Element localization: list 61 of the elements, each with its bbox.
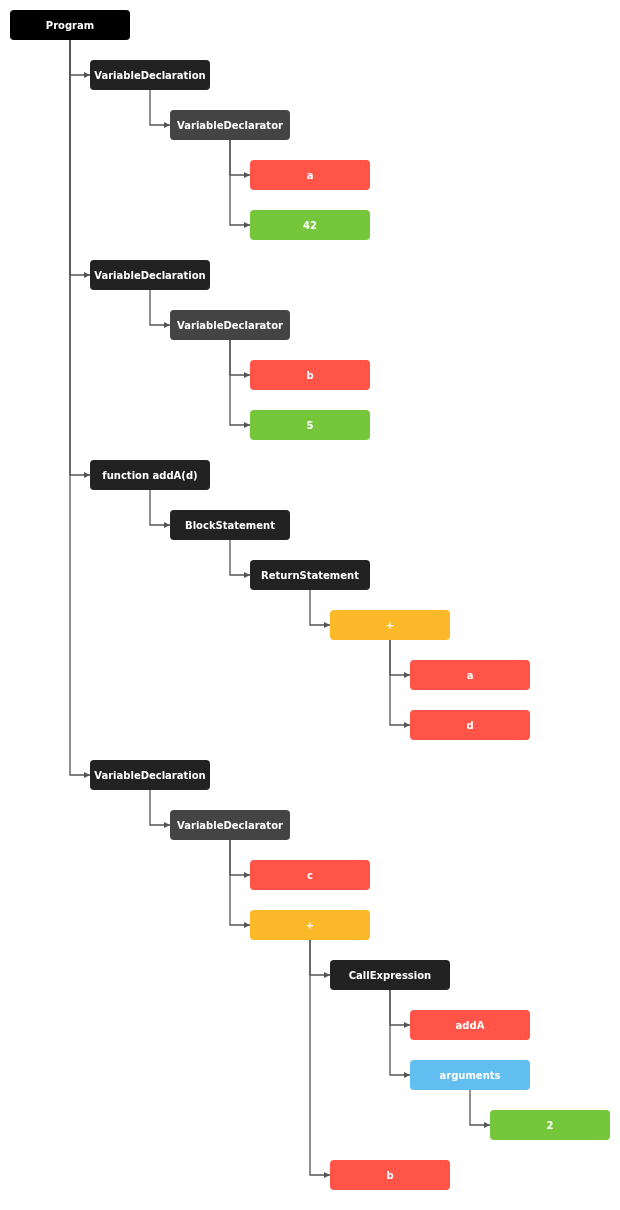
connector-arrow: [389, 639, 411, 728]
ast-node-box: [330, 610, 450, 640]
node-label: 42: [303, 219, 317, 231]
node-label: c: [307, 869, 313, 881]
connector-arrow: [229, 139, 251, 228]
ast-node-box: [490, 1110, 610, 1140]
ast-node-box: [410, 1010, 530, 1040]
ast-node-box: [170, 110, 290, 140]
ast-node-box: [90, 260, 210, 290]
ast-node-box: [410, 660, 530, 690]
node-label: a: [306, 169, 314, 181]
node-label: VariableDeclaration: [94, 69, 206, 81]
connector-arrow: [309, 939, 331, 1178]
node-label: +: [385, 619, 395, 631]
ast-node-box: [250, 160, 370, 190]
node-label: CallExpression: [348, 969, 432, 981]
node-label: BlockStatement: [185, 519, 275, 531]
connector-arrow: [149, 89, 171, 128]
ast-node-box: [330, 960, 450, 990]
node-label: 2: [546, 1119, 554, 1131]
node-label: VariableDeclaration: [94, 769, 206, 781]
ast-node-box: [410, 710, 530, 740]
connector-arrow: [149, 789, 171, 828]
node-label: d: [466, 719, 474, 731]
node-label: function addA(d): [102, 469, 198, 481]
ast-node-box: [250, 910, 370, 940]
ast-node-box: [250, 410, 370, 440]
ast-node-box: [250, 360, 370, 390]
connector-arrow: [149, 489, 171, 528]
node-label: Program: [45, 19, 95, 31]
connector-arrow: [389, 989, 411, 1078]
ast-node-box: [170, 510, 290, 540]
node-label: VariableDeclarator: [177, 319, 283, 331]
ast-node-box: [170, 310, 290, 340]
ast-node-box: [90, 460, 210, 490]
connector-arrow: [149, 289, 171, 328]
ast-node-box: [250, 560, 370, 590]
node-label: +: [305, 919, 315, 931]
node-label: VariableDeclaration: [94, 269, 206, 281]
ast-node-box: [170, 810, 290, 840]
ast-node-box: [250, 210, 370, 240]
connector-arrow: [469, 1089, 491, 1128]
ast-node-box: [410, 1060, 530, 1090]
node-label: arguments: [439, 1069, 501, 1081]
connector-arrow: [309, 589, 331, 628]
node-label: b: [306, 369, 314, 381]
node-label: b: [386, 1169, 394, 1181]
node-label: VariableDeclarator: [177, 119, 283, 131]
ast-node-box: [90, 60, 210, 90]
ast-node-box: [330, 1160, 450, 1190]
connector-arrow: [229, 539, 251, 578]
node-label: addA: [455, 1019, 485, 1031]
ast-node-box: [10, 10, 130, 40]
ast-node-box: [90, 760, 210, 790]
node-label: ReturnStatement: [261, 569, 359, 581]
connector-arrow: [229, 339, 251, 428]
ast-node-box: [250, 860, 370, 890]
node-label: a: [466, 669, 474, 681]
node-label: 5: [306, 419, 314, 431]
connector-arrow: [229, 839, 251, 928]
node-label: VariableDeclarator: [177, 819, 283, 831]
